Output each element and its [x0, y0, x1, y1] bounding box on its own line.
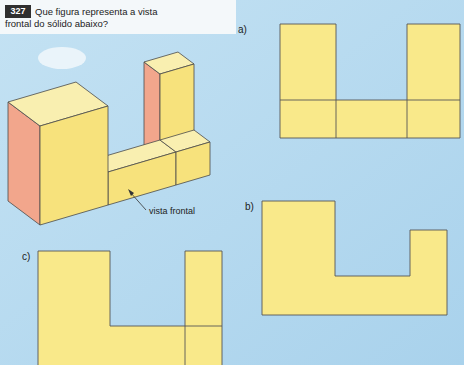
- option-a-outline: [280, 24, 460, 138]
- option-letter: a): [238, 24, 247, 36]
- exercise-number: 327: [10, 6, 25, 17]
- cloud-spot: [38, 47, 86, 69]
- option-letter: b): [245, 201, 254, 213]
- option-b-figure: [262, 201, 447, 315]
- option-a-figure: [280, 24, 460, 138]
- option-a-line: [280, 100, 336, 101]
- question-text: Que figura representa a vista frontal do…: [5, 6, 185, 30]
- leader-arrowhead: [128, 189, 134, 196]
- option-a-line: [336, 100, 337, 138]
- option-c-line: [185, 326, 222, 327]
- middle-front: [108, 152, 176, 205]
- option-a-line: [407, 100, 460, 101]
- cube-front: [176, 142, 210, 185]
- option-a-line: [407, 100, 408, 138]
- left-block-front: [40, 106, 108, 225]
- solid: [8, 52, 210, 225]
- leader-line: [130, 192, 146, 210]
- exercise-number-badge: 327: [5, 5, 31, 18]
- option-c-figure: [38, 251, 222, 365]
- option-letter: c): [22, 251, 30, 263]
- header-panel: [0, 0, 236, 34]
- option-c-line: [185, 326, 186, 365]
- option-c-outline: [38, 251, 222, 365]
- callout-label: vista frontal: [149, 206, 195, 217]
- option-b-outline: [262, 201, 447, 315]
